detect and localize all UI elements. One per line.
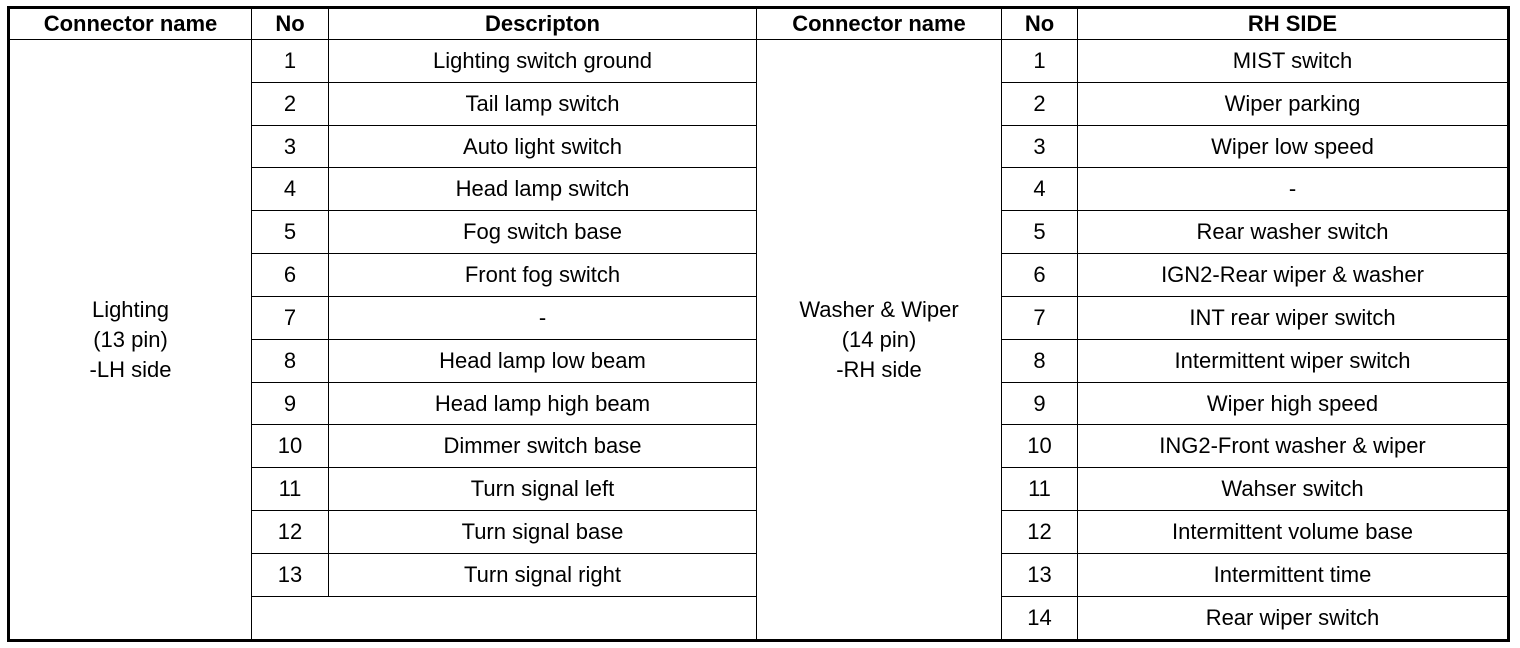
left-pin-desc: Turn signal right: [328, 552, 757, 597]
right-connector-cell: Washer & Wiper (14 pin) -RH side: [756, 39, 1002, 641]
left-pin-no: 1: [251, 39, 329, 83]
header-left-connector: Connector name: [8, 7, 252, 40]
right-pin-desc: Rear wiper switch: [1077, 595, 1509, 642]
left-pin-desc: Head lamp high beam: [328, 381, 757, 426]
left-pin-desc: Turn signal base: [328, 510, 757, 554]
right-pin-desc: IGN2-Rear wiper & washer: [1077, 253, 1509, 297]
right-pin-desc: ING2-Front washer & wiper: [1077, 424, 1509, 469]
header-right-description: RH SIDE: [1077, 7, 1509, 40]
table-row: 7 - 7 INT rear wiper switch: [9, 295, 1509, 340]
table-row: 6 Front fog switch 6 IGN2-Rear wiper & w…: [9, 253, 1509, 297]
right-pin-no: 8: [1001, 338, 1078, 383]
right-pin-desc: Intermittent time: [1077, 552, 1509, 597]
left-pin-desc: Head lamp low beam: [328, 338, 757, 383]
left-pin-no: 2: [251, 81, 329, 126]
left-connector-name: Lighting: [91, 296, 170, 322]
right-connector-pins: (14 pin): [841, 326, 917, 352]
left-pin-no: 9: [251, 381, 329, 426]
right-pin-no: 5: [1001, 210, 1078, 255]
header-left-no: No: [251, 7, 329, 40]
left-pin-desc: Head lamp switch: [328, 167, 757, 212]
left-pin-desc: Lighting switch ground: [328, 39, 757, 83]
left-connector-side: -LH side: [89, 356, 172, 382]
left-pin-desc: Front fog switch: [328, 253, 757, 297]
left-pin-desc: Turn signal left: [328, 467, 757, 512]
table-row: 2 Tail lamp switch 2 Wiper parking: [9, 81, 1509, 126]
right-connector-side: -RH side: [836, 356, 922, 382]
left-pin-desc: Dimmer switch base: [328, 424, 757, 469]
right-pin-desc: -: [1077, 167, 1509, 212]
right-pin-desc: INT rear wiper switch: [1077, 295, 1509, 340]
left-empty-cell: [251, 595, 757, 642]
left-pin-no: 7: [251, 295, 329, 340]
right-pin-no: 2: [1001, 81, 1078, 126]
right-pin-desc: MIST switch: [1077, 39, 1509, 83]
right-pin-no: 14: [1001, 595, 1078, 642]
left-pin-desc: -: [328, 295, 757, 340]
right-pin-desc: Intermittent wiper switch: [1077, 338, 1509, 383]
left-pin-no: 4: [251, 167, 329, 212]
right-pin-no: 13: [1001, 552, 1078, 597]
table-row: 12 Turn signal base 12 Intermittent volu…: [9, 510, 1509, 554]
left-pin-no: 12: [251, 510, 329, 554]
right-pin-no: 1: [1001, 39, 1078, 83]
right-pin-no: 4: [1001, 167, 1078, 212]
right-pin-no: 11: [1001, 467, 1078, 512]
connector-table: Connector name No Descripton Connector n…: [7, 6, 1510, 642]
left-pin-desc: Auto light switch: [328, 124, 757, 169]
right-connector-name: Washer & Wiper: [799, 296, 959, 322]
left-connector-cell: Lighting (13 pin) -LH side: [8, 39, 252, 641]
left-pin-desc: Fog switch base: [328, 210, 757, 255]
right-pin-desc: Wiper parking: [1077, 81, 1509, 126]
right-pin-no: 7: [1001, 295, 1078, 340]
right-pin-desc: Wiper low speed: [1077, 124, 1509, 169]
left-pin-desc: Tail lamp switch: [328, 81, 757, 126]
left-pin-no: 11: [251, 467, 329, 512]
left-pin-no: 6: [251, 253, 329, 297]
right-pin-desc: Intermittent volume base: [1077, 510, 1509, 554]
header-right-connector: Connector name: [756, 7, 1002, 40]
table-row: 9 Head lamp high beam 9 Wiper high speed: [9, 381, 1509, 426]
table-row: Lighting (13 pin) -LH side 1 Lighting sw…: [8, 39, 1509, 641]
left-pin-no: 13: [251, 552, 329, 597]
right-pin-no: 9: [1001, 381, 1078, 426]
right-pin-desc: Wiper high speed: [1077, 381, 1509, 426]
left-pin-no: 5: [251, 210, 329, 255]
left-pin-no: 8: [251, 338, 329, 383]
right-pin-desc: Rear washer switch: [1077, 210, 1509, 255]
right-pin-no: 6: [1001, 253, 1078, 297]
left-pin-no: 10: [251, 424, 329, 469]
right-pin-no: 3: [1001, 124, 1078, 169]
right-pin-desc: Wahser switch: [1077, 467, 1509, 512]
left-connector-pins: (13 pin): [93, 326, 168, 352]
left-pin-no: 3: [251, 124, 329, 169]
table-row: 10 Dimmer switch base 10 ING2-Front wash…: [9, 424, 1509, 469]
table-row: 13 Turn signal right 13 Intermittent tim…: [9, 552, 1509, 597]
table-row: 11 Turn signal left 11 Wahser switch: [9, 467, 1509, 512]
header-row: Connector name No Descripton Connector n…: [8, 7, 1509, 40]
header-right-no: No: [1001, 7, 1078, 40]
right-pin-no: 10: [1001, 424, 1078, 469]
table-row: 14 Rear wiper switch: [9, 595, 1509, 642]
header-left-description: Descripton: [328, 7, 757, 40]
right-pin-no: 12: [1001, 510, 1078, 554]
